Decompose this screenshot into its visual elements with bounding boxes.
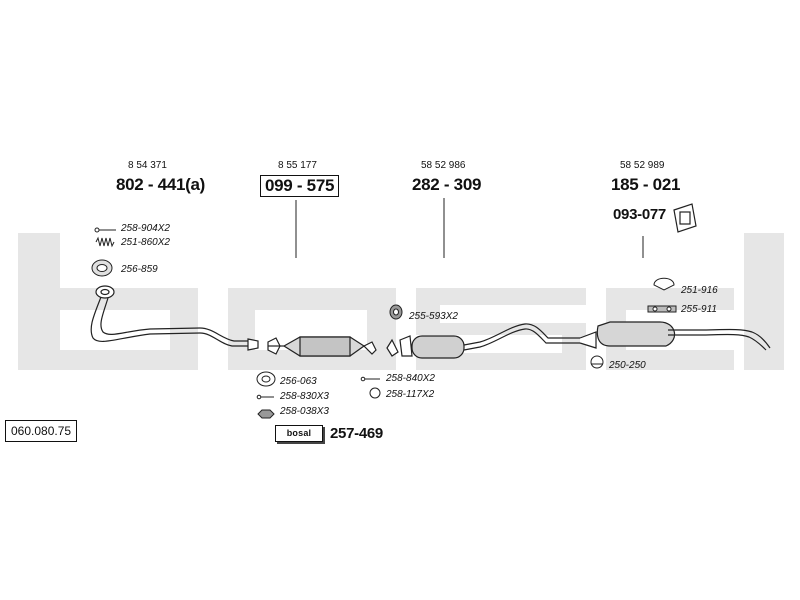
bracket-093-077 (673, 203, 697, 233)
accessory-label: 250-250 (609, 360, 646, 371)
front-pipe (90, 285, 259, 351)
part-number-catalyst[interactable]: 099 - 575 (260, 175, 340, 197)
part-number-middle-silencer[interactable]: 282 - 309 (412, 175, 482, 194)
oe-number-middle-silencer: 58 52 986 (421, 160, 466, 171)
oe-number-rear-silencer: 58 52 989 (620, 160, 665, 171)
accessory-label: 251-916 (681, 285, 718, 296)
part-number-kit[interactable]: 257-469 (330, 425, 383, 442)
rear-silencer (596, 321, 771, 351)
oe-number-catalyst: 8 55 177 (278, 160, 317, 171)
accessory-label: 258-830X3 (280, 391, 329, 402)
accessory-label: 258-038X3 (280, 406, 329, 417)
oe-number-front-pipe: 8 54 371 (128, 160, 167, 171)
accessory-label: 255-593X2 (409, 311, 458, 322)
accessory-label: 251-860X2 (121, 237, 170, 248)
accessory-label: 258-904X2 (121, 223, 170, 234)
accessory-label: 255-911 (681, 304, 717, 315)
bosal-kit-box: bosal (275, 425, 323, 442)
middle-silencer (386, 323, 597, 359)
leader-lines (295, 198, 644, 258)
accessory-label: 256-063 (280, 376, 317, 387)
accessory-label: 258-117X2 (386, 389, 435, 400)
diagram-id: 060.080.75 (5, 420, 78, 442)
part-number-rear-silencer[interactable]: 185 - 021 (611, 175, 681, 194)
accessory-label: 256-859 (121, 264, 158, 275)
part-number-front-pipe[interactable]: 802 - 441(a) (116, 175, 206, 194)
accessory-icons (91, 227, 677, 419)
catalytic-converter (267, 336, 377, 357)
bosal-box-label: bosal (286, 428, 312, 438)
part-number-bracket[interactable]: 093-077 (613, 206, 666, 223)
accessory-label: 258-840X2 (386, 373, 435, 384)
